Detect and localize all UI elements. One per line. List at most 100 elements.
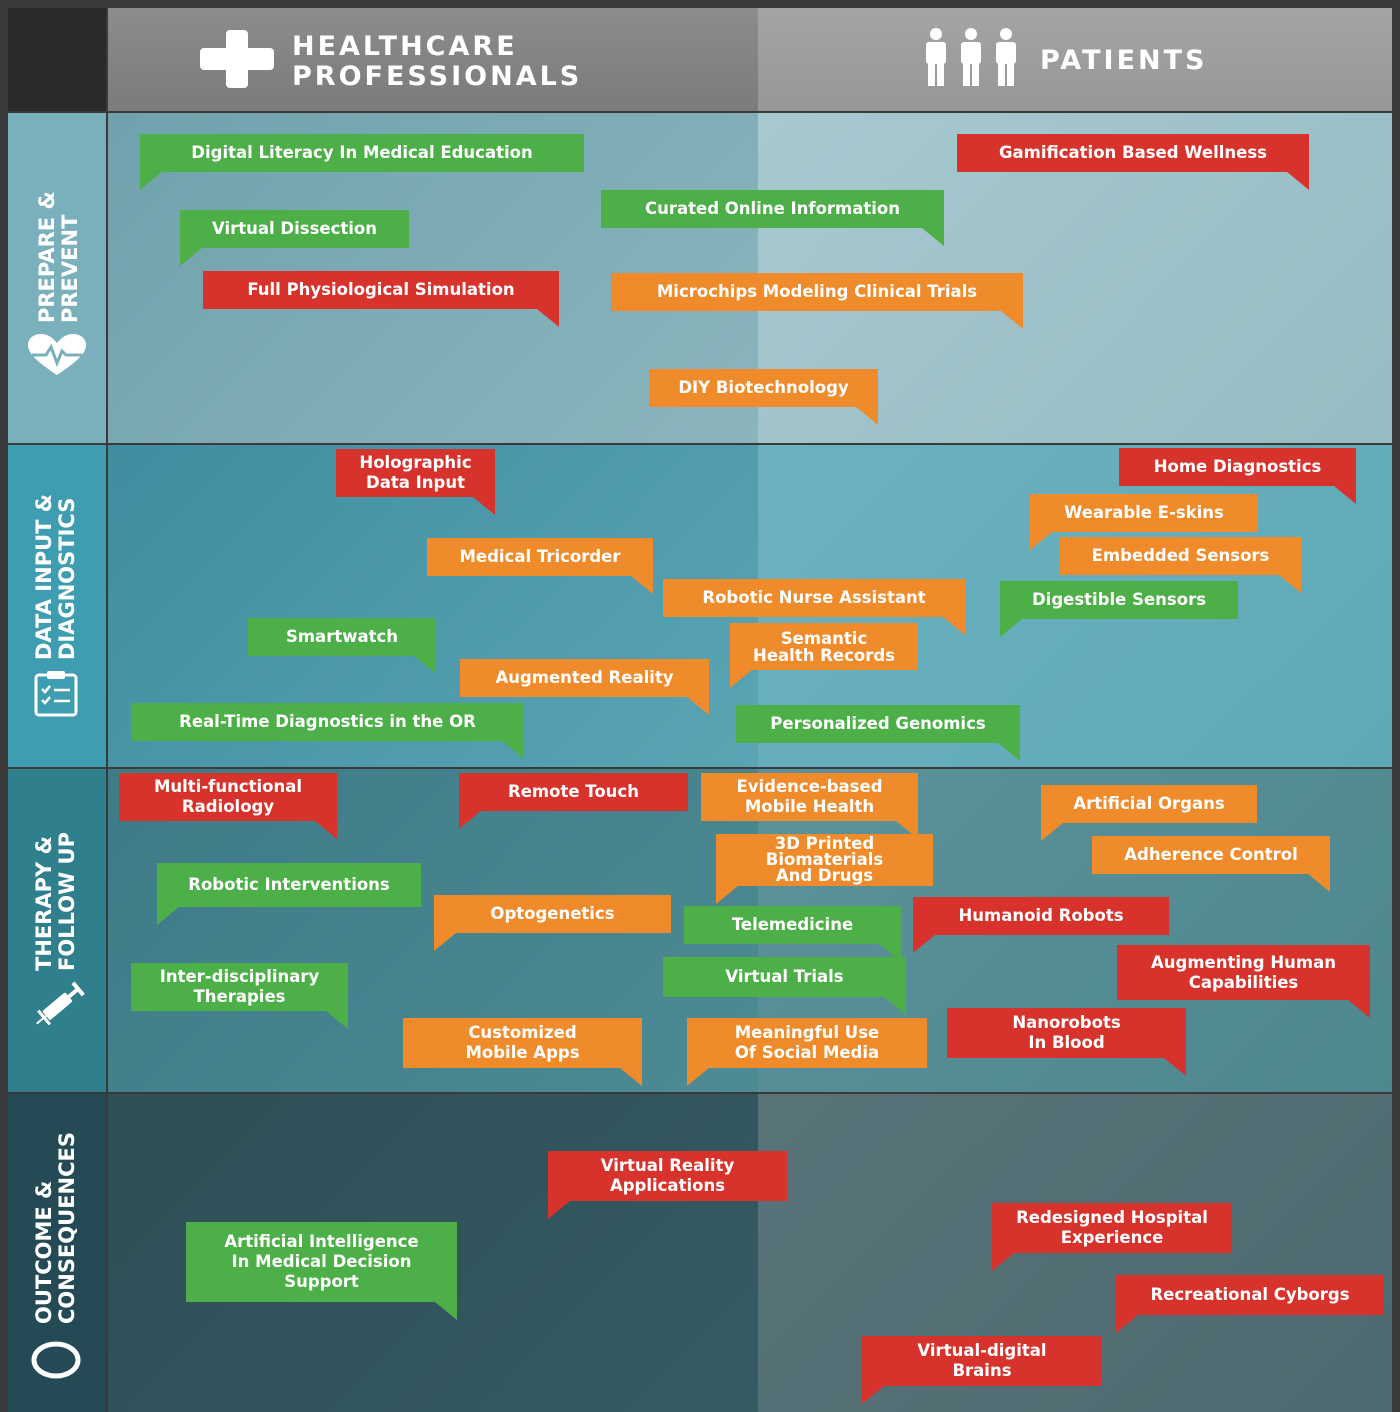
tag-diy-biotech-line1: DIY Biotechnology xyxy=(678,378,849,397)
tag-redesigned-hospital-line2: Experience xyxy=(1060,1228,1164,1247)
tag-virtual-dissection-line1: Virtual Dissection xyxy=(211,219,378,238)
tag-optogenetics-line1: Optogenetics xyxy=(490,904,615,923)
stage-therapy-line1: THERAPY & xyxy=(32,836,56,971)
tag-virtual-dissection: Virtual Dissection xyxy=(180,210,409,266)
tag-3d-printed-line1: 3D Printed xyxy=(774,834,875,853)
tag-digital-literacy: Digital Literacy In Medical Education xyxy=(140,134,584,190)
tag-nanorobots-line2: In Blood xyxy=(1028,1033,1105,1052)
tag-virtual-trials: Virtual Trials xyxy=(663,957,906,1015)
tag-ai-decision-line3: Support xyxy=(284,1272,359,1291)
tag-holographic-line1: Holographic xyxy=(359,453,472,472)
tag-vr-applications-line1: Virtual Reality xyxy=(600,1156,735,1175)
tag-3d-printed-line3: And Drugs xyxy=(775,866,874,885)
tag-robotic-interventions-line1: Robotic Interventions xyxy=(188,875,390,894)
tag-customized-apps-line2: Mobile Apps xyxy=(465,1043,580,1062)
tag-optogenetics: Optogenetics xyxy=(434,895,671,951)
stage-outcome: OUTCOME & CONSEQUENCES xyxy=(8,1094,106,1412)
stage-outcome-line2: CONSEQUENCES xyxy=(55,1131,79,1324)
tag-customized-apps-line1: Customized xyxy=(468,1023,577,1042)
tag-virtual-digital-brains-line1: Virtual-digital xyxy=(917,1341,1047,1360)
tag-inter-disciplinary-line2: Therapies xyxy=(193,987,286,1006)
header-hp-line2: PROFESSIONALS xyxy=(292,61,583,92)
tag-ai-decision-line1: Artificial Intelligence xyxy=(224,1232,419,1251)
stage-data-label: DATA INPUT & DIAGNOSTICS xyxy=(32,493,79,660)
tag-artificial-organs: Artificial Organs xyxy=(1041,785,1257,841)
tag-real-time-diagnostics-line1: Real-Time Diagnostics in the OR xyxy=(179,712,476,731)
tag-remote-touch-line1: Remote Touch xyxy=(508,782,639,801)
stage-outcome-label: OUTCOME & CONSEQUENCES xyxy=(32,1131,79,1324)
stage-prepare-line2: PREVENT xyxy=(58,214,82,323)
tag-augmented-reality: Augmented Reality xyxy=(460,659,709,715)
tag-embedded-sensors: Embedded Sensors xyxy=(1060,537,1301,593)
tag-evidence-based-line1: Evidence-based xyxy=(736,777,883,796)
tag-meaningful-use-line1: Meaningful Use xyxy=(734,1023,880,1042)
tag-adherence-control-line1: Adherence Control xyxy=(1124,845,1298,864)
stage-outcome-line1: OUTCOME & xyxy=(32,1180,56,1324)
stage-prepare-line1: PREPARE & xyxy=(35,191,59,323)
header-patients: PATIENTS xyxy=(758,8,1392,111)
tag-augmenting-human-line2: Capabilities xyxy=(1188,972,1299,992)
tag-telemedicine-line1: Telemedicine xyxy=(731,915,854,934)
tag-digital-literacy-line1: Digital Literacy In Medical Education xyxy=(191,143,533,162)
tag-smartwatch: Smartwatch xyxy=(248,618,436,674)
tag-digestible-sensors: Digestible Sensors xyxy=(1000,581,1238,637)
stage-data-line1: DATA INPUT & xyxy=(32,493,56,660)
stage-data-line2: DIAGNOSTICS xyxy=(55,497,79,660)
stage-prepare: PREPARE & PREVENT xyxy=(8,113,106,443)
tag-home-diagnostics: Home Diagnostics xyxy=(1119,448,1356,504)
header-hp-title: HEALTHCARE PROFESSIONALS xyxy=(292,32,582,92)
ring-icon xyxy=(31,1341,81,1379)
tag-full-physiological: Full Physiological Simulation xyxy=(203,271,559,327)
tag-recreational-cyborgs: Recreational Cyborgs xyxy=(1116,1275,1384,1333)
tag-medical-tricorder-line1: Medical Tricorder xyxy=(459,547,621,566)
tag-embedded-sensors-line1: Embedded Sensors xyxy=(1091,546,1270,565)
tag-3d-printed-line2: Biomaterials xyxy=(765,850,884,869)
tag-artificial-organs-line1: Artificial Organs xyxy=(1073,794,1225,813)
tag-microchips: Microchips Modeling Clinical Trials xyxy=(611,273,1023,329)
tag-semantic-health-line2: Health Records xyxy=(753,645,895,665)
tag-wearable-eskins: Wearable E-skins xyxy=(1030,494,1258,550)
header-healthcare-professionals: HEALTHCARE PROFESSIONALS xyxy=(108,8,758,111)
tag-multi-functional-radiology-line2: Radiology xyxy=(181,797,275,816)
clipboard-checklist-icon xyxy=(34,671,78,717)
tag-recreational-cyborgs-line1: Recreational Cyborgs xyxy=(1150,1285,1350,1304)
tag-gamification: Gamification Based Wellness xyxy=(957,134,1309,190)
tag-multi-functional-radiology-line1: Multi-functional xyxy=(153,777,303,796)
tag-virtual-digital-brains-line2: Brains xyxy=(952,1361,1012,1380)
tag-vr-applications-line2: Applications xyxy=(609,1176,726,1195)
tag-holographic-line2: Data Input xyxy=(366,473,465,492)
tag-redesigned-hospital-line1: Redesigned Hospital xyxy=(1016,1208,1208,1227)
tag-meaningful-use-line2: Of Social Media xyxy=(734,1043,880,1062)
tag-smartwatch-line1: Smartwatch xyxy=(285,627,399,646)
stage-prepare-label: PREPARE & PREVENT xyxy=(35,191,82,323)
header-hp-line1: HEALTHCARE xyxy=(292,31,518,62)
tag-telemedicine: Telemedicine xyxy=(684,906,901,962)
tag-adherence-control: Adherence Control xyxy=(1092,836,1330,892)
tag-real-time-diagnostics: Real-Time Diagnostics in the OR xyxy=(131,703,524,759)
tag-microchips-line1: Microchips Modeling Clinical Trials xyxy=(656,282,978,301)
tag-remote-touch: Remote Touch xyxy=(459,773,688,829)
syringe-icon xyxy=(36,981,85,1026)
tag-curated-online: Curated Online Information xyxy=(601,190,944,246)
stage-therapy: THERAPY & FOLLOW UP xyxy=(8,769,106,1092)
tag-medical-tricorder: Medical Tricorder xyxy=(427,538,653,594)
people-group-icon xyxy=(926,28,1016,86)
header-patients-title: PATIENTS xyxy=(1040,45,1208,76)
tag-digestible-sensors-line1: Digestible Sensors xyxy=(1031,590,1207,609)
heart-pulse-icon xyxy=(28,334,86,375)
tag-curated-online-line1: Curated Online Information xyxy=(644,199,901,218)
tag-augmented-reality-line1: Augmented Reality xyxy=(495,668,674,687)
